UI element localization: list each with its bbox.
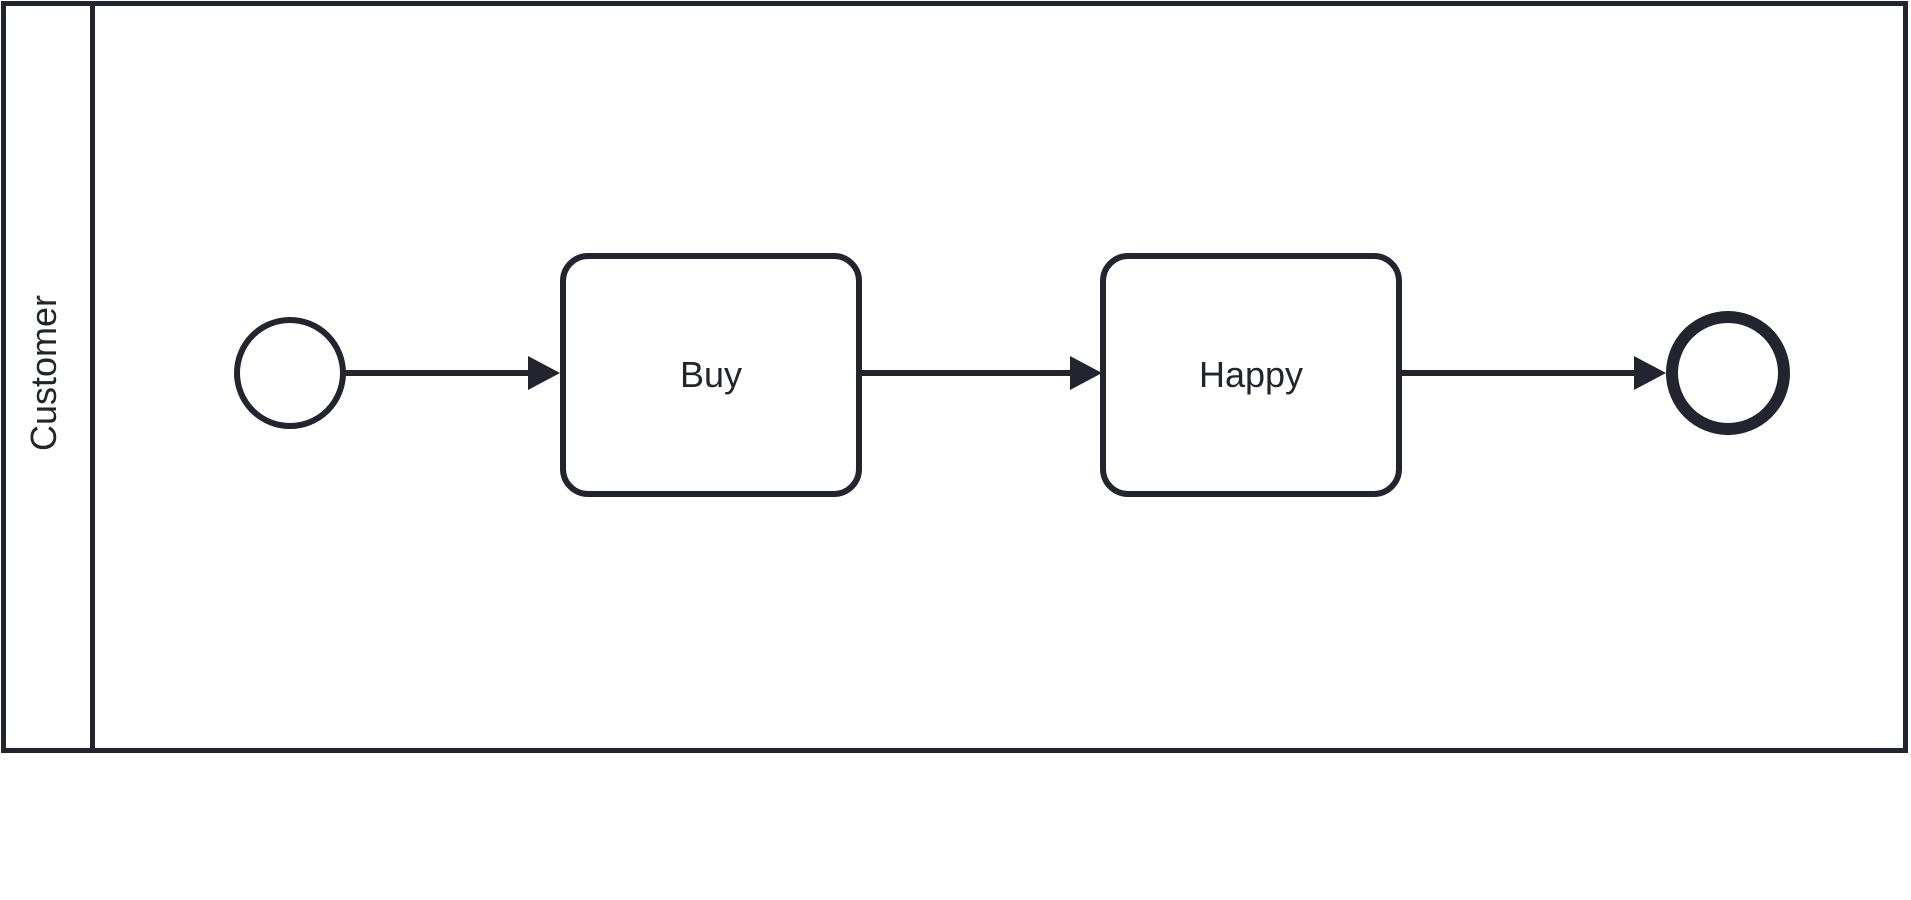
task-buy-label: Buy bbox=[679, 354, 743, 395]
pool-header-divider bbox=[90, 4, 95, 749]
arrowhead-icon bbox=[1634, 356, 1666, 390]
arrowhead-icon bbox=[1070, 356, 1102, 390]
task-buy[interactable]: Buy bbox=[560, 253, 862, 497]
task-happy[interactable]: Happy bbox=[1100, 253, 1402, 497]
start-event[interactable] bbox=[234, 317, 346, 429]
task-happy-label: Happy bbox=[1198, 354, 1304, 395]
sequence-flow-start-to-buy[interactable] bbox=[344, 370, 532, 376]
arrowhead-icon bbox=[528, 356, 560, 390]
pool-label[interactable]: Customer bbox=[23, 294, 64, 452]
sequence-flow-happy-to-end[interactable] bbox=[1400, 370, 1638, 376]
end-event[interactable] bbox=[1666, 311, 1790, 435]
sequence-flow-buy-to-happy[interactable] bbox=[860, 370, 1074, 376]
